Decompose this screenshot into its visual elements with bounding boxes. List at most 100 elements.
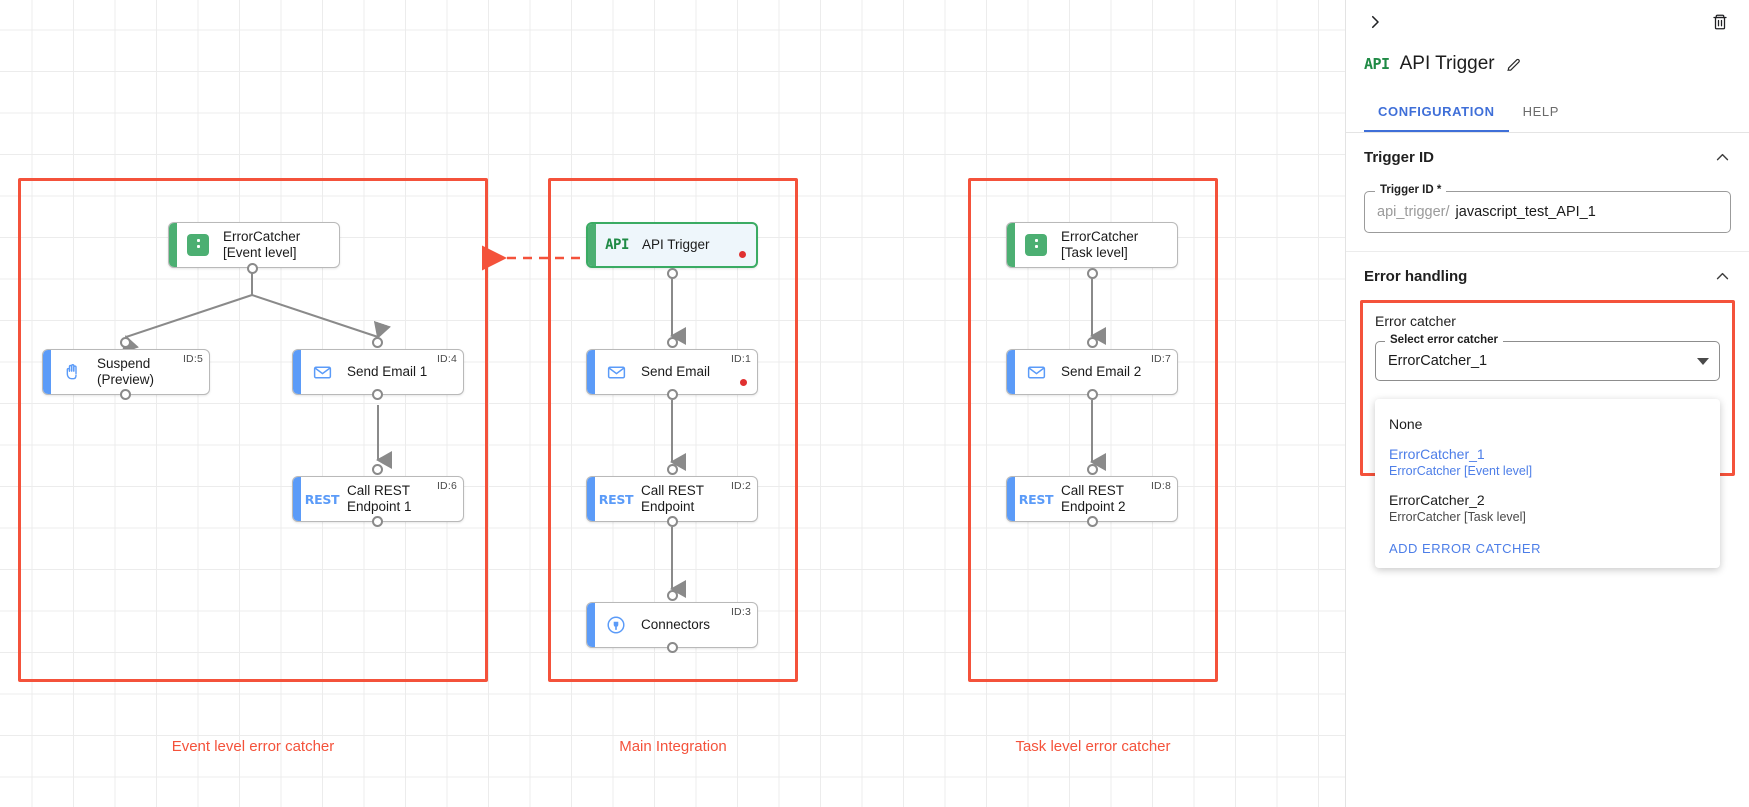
error-catcher-icon: [181, 223, 215, 267]
node-suspend-preview[interactable]: Suspend (Preview) ID:5: [42, 349, 210, 395]
dropdown-option-none[interactable]: None: [1375, 409, 1720, 439]
port-out[interactable]: [372, 516, 383, 527]
section-error-handling: Error handling Error catcher Select erro…: [1346, 252, 1749, 568]
chevron-up-icon[interactable]: [1714, 268, 1731, 285]
section-trigger-id-header[interactable]: Trigger ID: [1364, 133, 1731, 181]
node-label: Send Email 1: [347, 364, 428, 380]
api-icon: API: [1364, 55, 1390, 73]
error-catcher-icon: [1019, 223, 1053, 267]
node-id-tag: ID:8: [1150, 480, 1171, 492]
port-out[interactable]: [372, 389, 383, 400]
panel-tabs: CONFIGURATION HELP: [1346, 94, 1749, 133]
section-error-handling-header[interactable]: Error handling: [1364, 252, 1731, 300]
api-icon: API: [600, 224, 634, 266]
group-task-level-error-catcher[interactable]: [968, 178, 1218, 682]
port-in[interactable]: [667, 590, 678, 601]
select-error-catcher[interactable]: Select error catcher ErrorCatcher_1: [1375, 334, 1720, 381]
node-accent: [1007, 350, 1015, 394]
port-out[interactable]: [667, 642, 678, 653]
group-label-main-integration: Main Integration: [619, 738, 727, 755]
select-error-catcher-label: Select error catcher: [1385, 334, 1504, 346]
node-accent: [293, 477, 301, 521]
trash-icon[interactable]: [1707, 9, 1733, 35]
trigger-id-input[interactable]: javascript_test_API_1: [1455, 204, 1596, 220]
node-id-tag: ID:7: [1150, 353, 1171, 365]
error-catcher-dropdown[interactable]: None ErrorCatcher_1 ErrorCatcher [Event …: [1375, 399, 1720, 568]
node-id-tag: ID:2: [730, 480, 751, 492]
node-accent: [587, 477, 595, 521]
rest-icon: REST: [599, 477, 634, 521]
node-call-rest-endpoint[interactable]: REST Call REST Endpoint ID:2: [586, 476, 758, 522]
tab-configuration[interactable]: CONFIGURATION: [1364, 94, 1509, 132]
rest-glyph: REST: [1018, 491, 1054, 507]
node-label: ErrorCatcher [Event level]: [223, 229, 301, 260]
group-event-level-error-catcher[interactable]: [18, 178, 488, 682]
node-label: Connectors: [641, 617, 711, 633]
details-panel: API API Trigger CONFIGURATION HELP Trigg…: [1345, 0, 1749, 807]
node-label: Call REST Endpoint 2: [1061, 483, 1126, 514]
node-label: Call REST Endpoint: [641, 483, 705, 514]
dropdown-option-errorcatcher-1[interactable]: ErrorCatcher_1 ErrorCatcher [Event level…: [1375, 439, 1720, 485]
port-in[interactable]: [667, 337, 678, 348]
node-api-trigger[interactable]: API API Trigger: [586, 222, 758, 268]
node-label: Suspend (Preview): [97, 356, 155, 387]
port-out[interactable]: [1087, 268, 1098, 279]
node-send-email-1[interactable]: Send Email 1 ID:4: [292, 349, 464, 395]
node-accent: [169, 223, 177, 267]
port-in[interactable]: [120, 337, 131, 348]
port-out[interactable]: [247, 263, 258, 274]
node-label: Send Email: [641, 364, 711, 380]
node-call-rest-endpoint-1[interactable]: REST Call REST Endpoint 1 ID:6: [292, 476, 464, 522]
node-send-email[interactable]: Send Email ID:1: [586, 349, 758, 395]
chevron-right-icon[interactable]: [1362, 9, 1388, 35]
option-sub: ErrorCatcher [Event level]: [1389, 464, 1533, 478]
group-main-integration[interactable]: [548, 178, 798, 682]
trigger-id-prefix: api_trigger/: [1377, 204, 1450, 220]
node-accent: [587, 350, 595, 394]
port-in[interactable]: [372, 464, 383, 475]
section-title: Error handling: [1364, 267, 1468, 285]
node-id-tag: ID:3: [730, 606, 751, 618]
workflow-canvas[interactable]: Event level error catcher ErrorCatcher […: [0, 0, 1345, 807]
node-label: Call REST Endpoint 1: [347, 483, 412, 514]
node-accent: [43, 350, 51, 394]
api-glyph: API: [605, 237, 629, 253]
rest-glyph: REST: [304, 491, 340, 507]
port-out[interactable]: [120, 389, 131, 400]
port-out[interactable]: [667, 389, 678, 400]
error-catcher-label: Error catcher: [1375, 313, 1456, 329]
node-error-catcher-task-level[interactable]: ErrorCatcher [Task level]: [1006, 222, 1178, 268]
tab-help[interactable]: HELP: [1522, 104, 1559, 119]
node-error-catcher-event-level[interactable]: ErrorCatcher [Event level]: [168, 222, 340, 268]
chevron-down-icon[interactable]: [1697, 357, 1709, 365]
node-accent: [587, 603, 595, 647]
node-label: ErrorCatcher [Task level]: [1061, 229, 1139, 260]
add-error-catcher-button[interactable]: ADD ERROR CATCHER: [1389, 541, 1541, 556]
port-in[interactable]: [1087, 337, 1098, 348]
status-error-dot: [740, 379, 747, 386]
pencil-icon[interactable]: [1505, 56, 1522, 73]
port-in[interactable]: [372, 337, 383, 348]
trigger-id-field[interactable]: Trigger ID * api_trigger/ javascript_tes…: [1364, 184, 1731, 233]
node-label: API Trigger: [642, 237, 710, 253]
select-error-catcher-value: ErrorCatcher_1: [1388, 353, 1488, 369]
page-title: API Trigger: [1399, 53, 1495, 74]
chevron-up-icon[interactable]: [1714, 149, 1731, 166]
group-label-event-level: Event level error catcher: [171, 738, 335, 755]
option-primary: ErrorCatcher_1: [1389, 446, 1485, 462]
node-accent: [1007, 223, 1015, 267]
port-in[interactable]: [667, 464, 678, 475]
envelope-icon: [305, 350, 339, 394]
port-out[interactable]: [667, 516, 678, 527]
option-primary: ErrorCatcher_2: [1389, 492, 1485, 508]
port-out[interactable]: [667, 268, 678, 279]
option-sub: ErrorCatcher [Task level]: [1389, 510, 1526, 524]
node-connectors[interactable]: Connectors ID:3: [586, 602, 758, 648]
dropdown-option-errorcatcher-2[interactable]: ErrorCatcher_2 ErrorCatcher [Task level]: [1375, 485, 1720, 531]
port-out[interactable]: [1087, 516, 1098, 527]
port-in[interactable]: [1087, 464, 1098, 475]
trigger-id-label: Trigger ID *: [1375, 184, 1447, 196]
port-out[interactable]: [1087, 389, 1098, 400]
node-call-rest-endpoint-2[interactable]: REST Call REST Endpoint 2 ID:8: [1006, 476, 1178, 522]
node-id-tag: ID:4: [436, 353, 457, 365]
